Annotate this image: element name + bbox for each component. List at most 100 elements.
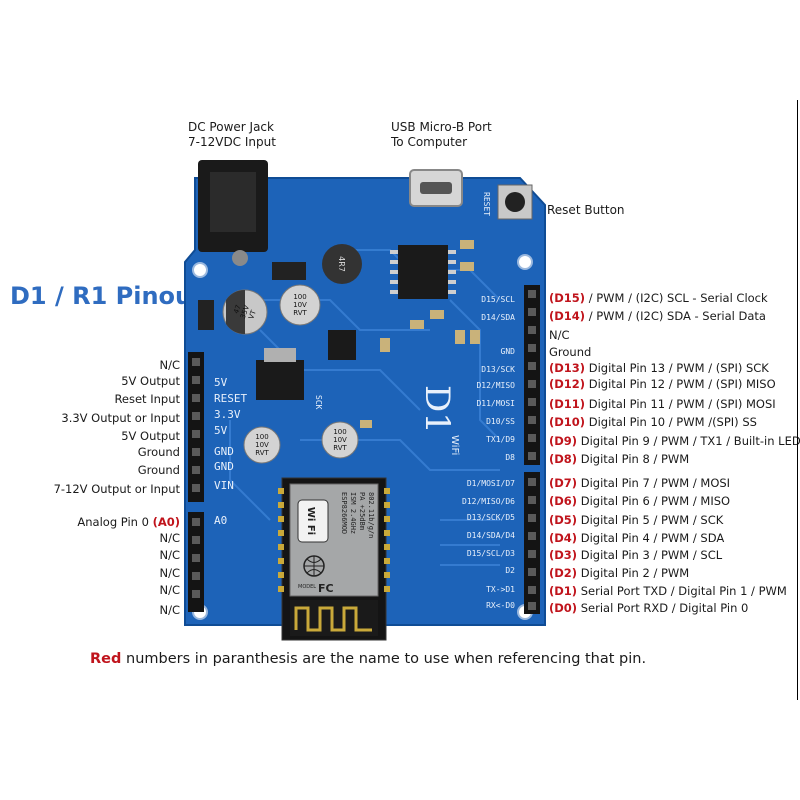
header-pin [528, 550, 536, 558]
right-pin-code: (D6) [549, 494, 578, 508]
footnote: Red numbers in paranthesis are the name … [90, 651, 646, 667]
right-pin-label: (D13) Digital Pin 13 / PWM / (SPI) SCK [549, 361, 769, 375]
inductor [322, 244, 362, 284]
right-pin-text: Digital Pin 12 / PWM / (SPI) MISO [585, 377, 776, 391]
right-silk-label: D1/MOSI/D7 [467, 479, 515, 488]
right-silk-label: D13/SCK [481, 365, 515, 374]
right-silk-label: D12/MISO/D6 [462, 497, 515, 506]
left-pin-text: Reset Input [114, 392, 180, 406]
header-pin [528, 380, 536, 388]
right-pin-text: Digital Pin 10 / PWM /(SPI) SS [585, 415, 757, 429]
right-silk-label: TX->D1 [486, 585, 515, 594]
left-silk-label: 5V [214, 424, 228, 437]
sck-silk: SCK [314, 395, 323, 410]
capacitor-label-line: 10V [333, 436, 347, 444]
right-pin-label: (D9) Digital Pin 9 / PWM / TX1 / Built-i… [549, 434, 800, 448]
capacitor-label-line: 100 [293, 293, 306, 301]
left-silk-label: RESET [214, 392, 247, 405]
left-pin-text: N/C [159, 358, 180, 372]
model-label: MODEL [298, 584, 316, 590]
left-pin-label: N/C [159, 566, 180, 580]
wifi-logo [297, 499, 329, 543]
right-pin-text: Digital Pin 13 / PWM / (SPI) SCK [585, 361, 769, 375]
right-pin-code: (D15) [549, 291, 586, 305]
header-pin [192, 448, 200, 456]
header-pin [192, 590, 200, 598]
right-pin-label: (D11) Digital Pin 11 / PWM / (SPI) MOSI [549, 397, 776, 411]
right-pin-code: (D0) [549, 601, 578, 615]
right-pin-code: (D3) [549, 548, 578, 562]
right-pin-code: (D14) [549, 309, 586, 323]
left-pin-text: 3.3V Output or Input [61, 411, 180, 425]
dc-jack-label-line2: 7-12VDC Input [188, 135, 276, 149]
left-silk-label: GND [214, 460, 234, 473]
left-pin-text: Ground [137, 463, 180, 477]
header-pin [528, 434, 536, 442]
left-pin-text: N/C [159, 583, 180, 597]
capacitor-label-line: RVT [255, 449, 269, 457]
header-pin [528, 586, 536, 594]
left-pin-label: N/C [159, 603, 180, 617]
capacitor-label: 4735VVT [231, 301, 258, 322]
right-silk-label: RX<-D0 [486, 601, 515, 610]
right-silk-label: D14/SDA [481, 313, 515, 322]
header-pin [528, 496, 536, 504]
left-silk-label: 3.3V [214, 408, 241, 421]
left-silk-label: VIN [214, 479, 234, 492]
capacitor-label-line: VT [247, 308, 258, 320]
left-pin-text: Ground [137, 445, 180, 459]
left-pin-label: N/C [159, 358, 180, 372]
right-silk-label: TX1/D9 [486, 435, 515, 444]
left-header-power [188, 352, 204, 502]
capacitor-label-line: 10V [255, 441, 269, 449]
left-pin-text: 7-12V Output or Input [53, 482, 180, 496]
capacitor-1 [222, 289, 268, 335]
right-pin-text: / PWM / (I2C) SCL - Serial Clock [585, 291, 768, 305]
left-pin-label: 5V Output [121, 429, 180, 443]
capacitor-label-line: RVT [333, 444, 347, 452]
right-pin-text: Digital Pin 11 / PWM / (SPI) MOSI [585, 397, 776, 411]
right-silk-label: D14/SDA/D4 [467, 531, 515, 540]
board-small-label: WiFi [449, 435, 460, 455]
reset-button-label: Reset Button [547, 203, 625, 217]
right-pin-text: Serial Port RXD / Digital Pin 0 [577, 601, 749, 615]
header-pin [528, 452, 536, 460]
capacitor-label-line: 10V [293, 301, 307, 309]
right-pin-text: Digital Pin 6 / PWM / MISO [577, 494, 731, 508]
left-pin-label: 3.3V Output or Input [61, 411, 180, 425]
right-pin-text: Digital Pin 8 / PWM [577, 452, 690, 466]
right-pin-label: Ground [549, 345, 591, 359]
capacitor-2 [279, 284, 321, 326]
right-pin-text: N/C [549, 328, 570, 342]
header-pin [528, 514, 536, 522]
right-pin-code: (D12) [549, 377, 586, 391]
header-pin [528, 326, 536, 334]
right-silk-label: D15/SCL/D3 [467, 549, 515, 558]
usb-label: USB Micro-B Port To Computer [391, 120, 492, 150]
wifi-logo-text: Wi Fi [305, 507, 316, 535]
left-pin-text: 5V Output [121, 374, 180, 388]
regulator [256, 360, 304, 400]
right-pin-text: Serial Port TXD / Digital Pin 1 / PWM [577, 584, 787, 598]
left-silk-label: GND [214, 445, 234, 458]
header-pin [192, 536, 200, 544]
right-pin-code: (D5) [549, 513, 578, 527]
module-text-line: ISM 2.4GHz [349, 492, 357, 534]
footnote-red-word: Red [90, 651, 122, 667]
left-pin-text: N/C [159, 603, 180, 617]
left-pin-text: Analog Pin 0 [77, 515, 153, 529]
right-silk-label: D12/MISO [476, 381, 515, 390]
right-pin-code: (D9) [549, 434, 578, 448]
header-pin [192, 394, 200, 402]
right-pin-text: Digital Pin 3 / PWM / SCL [577, 548, 723, 562]
right-pin-code: (D2) [549, 566, 578, 580]
module-text-line: ESP8266MOD [340, 492, 348, 534]
right-pin-code: (D11) [549, 397, 586, 411]
right-pin-code: (D13) [549, 361, 586, 375]
dc-jack-label-line1: DC Power Jack [188, 120, 274, 134]
right-header-bottom [524, 472, 540, 614]
right-pin-code: (D8) [549, 452, 578, 466]
right-pin-label: (D1) Serial Port TXD / Digital Pin 1 / P… [549, 584, 787, 598]
